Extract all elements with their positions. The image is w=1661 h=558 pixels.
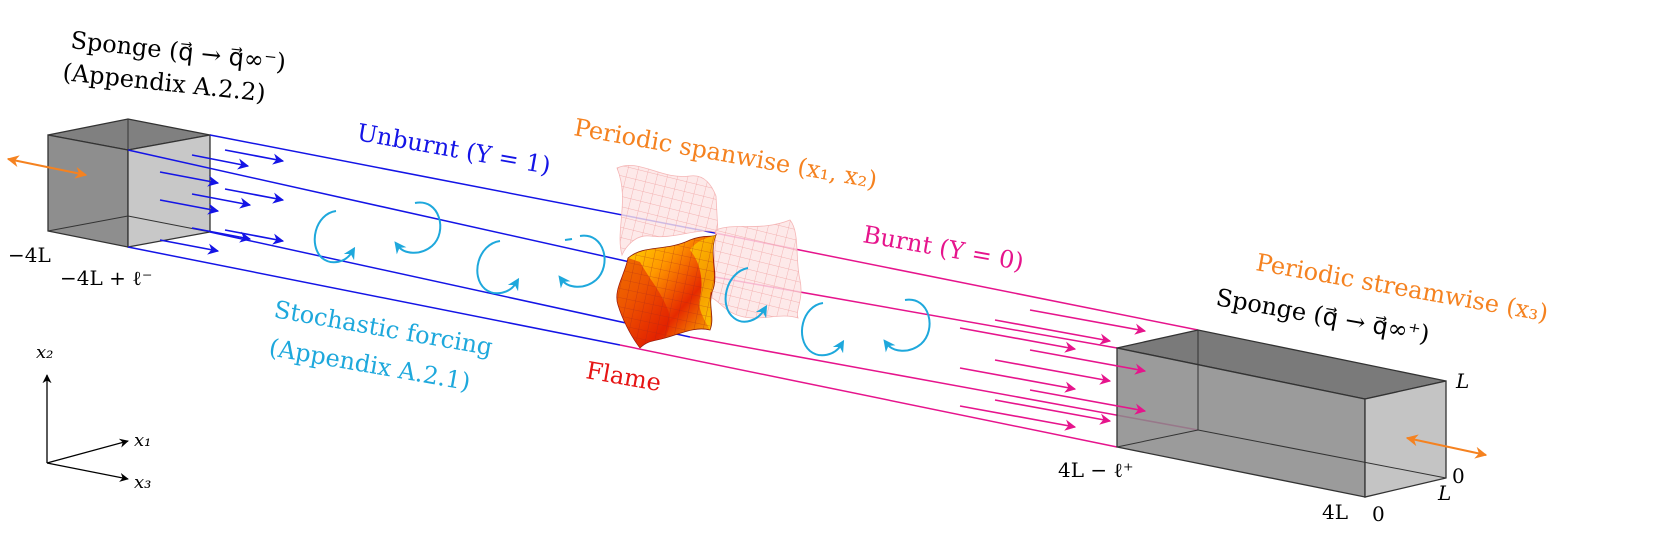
circular-arrow-icon	[558, 234, 606, 289]
arrow-right-icon	[224, 149, 285, 165]
double-arrow-icon	[1405, 434, 1488, 459]
circular-arrow-icon	[801, 302, 845, 357]
arrow-right-icon	[159, 199, 220, 215]
x1-label: x₁	[134, 430, 151, 451]
arrow-right-icon	[959, 405, 1077, 431]
circular-arrow-icon	[313, 210, 356, 264]
arrow-right-icon	[994, 399, 1112, 425]
arrow-right-icon	[159, 171, 220, 187]
double-arrow-icon	[6, 155, 88, 179]
flame-label: Flame	[584, 356, 663, 397]
circular-arrow-icon	[724, 267, 768, 323]
periodic-spanwise-label: Periodic spanwise (x₁, x₂)	[572, 113, 879, 194]
arrow-right-icon	[191, 193, 252, 209]
left-sponge-box	[47, 118, 211, 248]
vortices	[313, 201, 931, 357]
tick-L-right: L	[1437, 481, 1451, 505]
tick-4L-minus-ell: 4L − ℓ⁺	[1058, 458, 1134, 482]
arrow-right-icon	[994, 359, 1112, 385]
flame-surface	[616, 233, 717, 349]
circular-arrow-icon	[476, 240, 520, 295]
x2-label: x₂	[36, 342, 53, 363]
tick-0-right: 0	[1452, 464, 1465, 488]
periodic-markers	[6, 155, 1488, 459]
right-sponge-box	[1116, 329, 1447, 498]
circular-arrow-icon	[394, 201, 442, 255]
circular-arrow-icon	[883, 298, 931, 353]
tick-4L: 4L	[1322, 500, 1348, 524]
tick-0-bottom: 0	[1372, 502, 1385, 526]
x1-axis	[46, 438, 129, 464]
arrow-right-icon	[994, 319, 1112, 345]
tick-minus-4L-plus-ell: −4L + ℓ⁻	[60, 266, 152, 290]
circular-arrow-icon	[564, 238, 573, 241]
inflow-arrows	[159, 149, 285, 255]
x3-axis	[46, 462, 129, 482]
arrow-right-icon	[224, 188, 285, 204]
tick-L-top: L	[1455, 369, 1469, 393]
x3-label: x₃	[134, 472, 151, 493]
unburnt-label: Unburnt (Y = 1)	[355, 118, 553, 180]
arrow-right-icon	[1029, 389, 1147, 415]
arrow-right-icon	[191, 227, 252, 243]
arrow-right-icon	[191, 154, 250, 170]
arrow-right-icon	[959, 367, 1077, 393]
periodic-spanwise-surfaces	[616, 164, 802, 319]
arrow-right-icon	[224, 229, 285, 245]
tick-minus-4L: −4L	[8, 243, 51, 267]
outflow-arrows	[959, 309, 1147, 431]
arrow-right-icon	[159, 239, 220, 255]
arrow-right-icon	[1029, 349, 1147, 375]
arrow-right-icon	[1029, 309, 1147, 335]
coordinate-axes	[42, 374, 129, 482]
arrow-right-icon	[959, 327, 1077, 353]
